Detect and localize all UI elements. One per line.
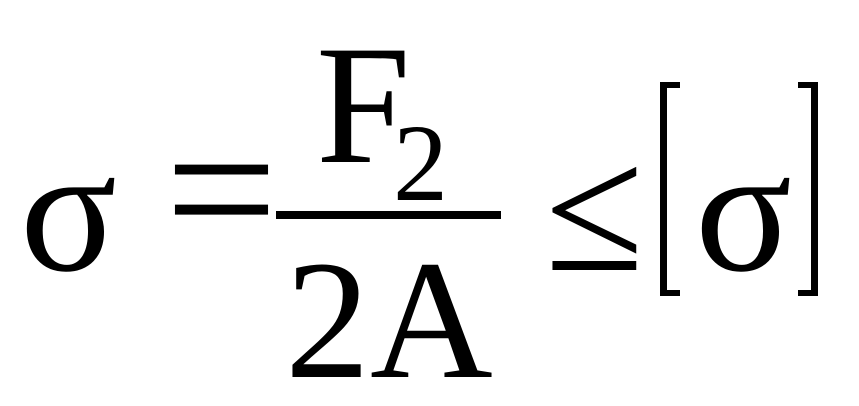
numerator-main: F — [316, 11, 411, 199]
fraction-bar — [276, 211, 501, 219]
right-square-bracket — [798, 82, 818, 296]
less-than-or-equal-sign: ≤ — [545, 110, 644, 309]
denominator: 2A — [285, 226, 493, 406]
left-square-bracket — [660, 82, 680, 296]
sigma-symbol-left: σ — [20, 110, 118, 309]
sigma-symbol-right: σ — [695, 110, 793, 309]
numerator-subscript: 2 — [393, 102, 448, 224]
equals-sign: = — [165, 79, 278, 300]
